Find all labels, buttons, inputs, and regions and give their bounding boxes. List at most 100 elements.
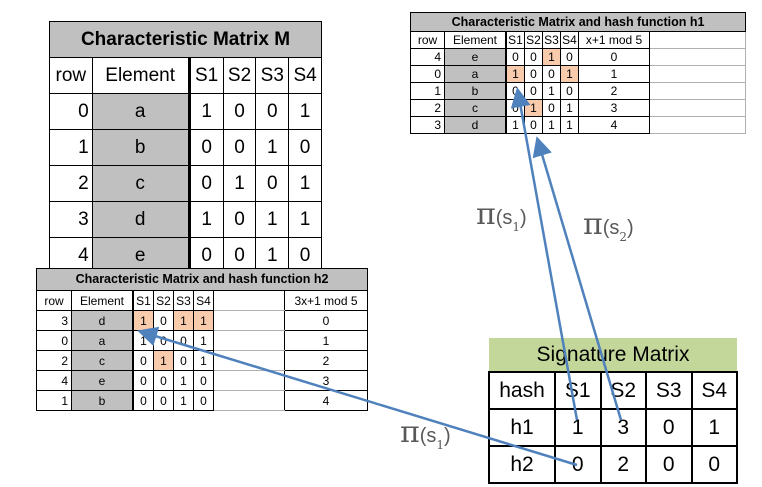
paren-close: ) — [444, 425, 451, 447]
set-symbol: s — [502, 207, 513, 229]
matrix-m-cell: 0 — [187, 237, 224, 274]
matrix-h2-header: Element — [71, 290, 134, 311]
matrix-h1-cell-highlight: 1 — [542, 48, 561, 66]
matrix-h1-hash: 1 — [578, 65, 650, 83]
matrix-h1-cell: 0 — [524, 82, 543, 100]
matrix-m-header: S4 — [288, 57, 322, 94]
table-row: 0 a 1 0 0 1 — [49, 93, 322, 130]
matrix-h1-cell: 0 — [542, 65, 561, 83]
signature-header: S3 — [645, 371, 693, 410]
matrix-h2-cell: b — [71, 390, 134, 411]
table-row: h2 0 2 0 0 — [488, 445, 738, 484]
matrix-m-cell: 0 — [49, 93, 93, 130]
matrix-h1-header: S3 — [542, 31, 561, 49]
signature-cell: 0 — [645, 445, 693, 484]
matrix-m-cell: 0 — [187, 165, 224, 202]
pi-symbol: π — [400, 415, 420, 450]
matrix-h1-blank — [649, 31, 746, 49]
matrix-h1-cell: 1 — [505, 116, 525, 134]
matrix-h2-cell: 0 — [153, 390, 174, 411]
matrix-h2-cell: 4 — [36, 370, 72, 391]
pi-s2-label: π(s2) — [583, 210, 634, 244]
matrix-m-cell: e — [91, 237, 190, 274]
signature-cell: 3 — [599, 408, 647, 447]
subscript: 2 — [619, 230, 628, 244]
matrix-h2-cell: 1 — [193, 330, 214, 351]
signature-cell: 0 — [690, 445, 738, 484]
matrix-m-cell: 0 — [187, 129, 224, 166]
matrix-h1-cell: 0 — [505, 82, 525, 100]
matrix-h1-header: x+1 mod 5 — [578, 31, 650, 49]
matrix-h2-cell: 1 — [193, 350, 214, 371]
signature-cell: 0 — [554, 445, 602, 484]
matrix-h2-cell: 1 — [132, 330, 154, 351]
table-row: 3 d 1 0 1 1 4 — [410, 116, 746, 134]
matrix-h2-header: row — [36, 290, 72, 311]
signature-matrix: Signature Matrix hash S1 S2 S3 S4 h1 1 3… — [488, 338, 738, 484]
paren-open: ( — [602, 217, 610, 239]
matrix-m-cell: 0 — [288, 129, 322, 166]
matrix-m-cell: 1 — [49, 129, 93, 166]
paren-open: ( — [419, 425, 427, 447]
table-row: 4 e 0 0 1 0 3 — [36, 370, 368, 391]
matrix-h2-header: 3x+1 mod 5 — [284, 290, 368, 311]
matrix-m-cell: 1 — [255, 237, 290, 274]
matrix-h2-cell: 0 — [193, 370, 214, 391]
matrix-m-cell: 1 — [255, 201, 290, 238]
paren-close: ) — [520, 207, 527, 229]
matrix-h1-cell: d — [444, 116, 507, 134]
matrix-m-cell: 0 — [222, 201, 257, 238]
pi-s1-label-top: π(s1) — [476, 197, 527, 234]
matrix-h2-cell: a — [71, 330, 134, 351]
matrix-h2-cell: 1 — [36, 390, 72, 411]
matrix-h2-hash: 0 — [284, 310, 368, 331]
matrix-h1-cell: 0 — [505, 48, 525, 66]
table-row: 0 a 1 0 0 1 1 — [36, 330, 368, 351]
signature-header: S4 — [690, 371, 738, 410]
matrix-h2-cell: c — [71, 350, 134, 371]
matrix-h1-cell: 2 — [410, 99, 445, 117]
matrix-h2-cell: 3 — [36, 310, 72, 331]
matrix-m-cell: 1 — [187, 93, 224, 130]
matrix-h2-cell: 0 — [132, 350, 154, 371]
matrix-h2-cell-highlight: 1 — [132, 310, 154, 331]
matrix-m-cell: 1 — [288, 165, 322, 202]
matrix-h2-header: S3 — [173, 290, 194, 311]
matrix-h2-cell: 2 — [36, 350, 72, 371]
matrix-h2-cell: 0 — [173, 350, 194, 371]
subscript: 1 — [436, 438, 445, 452]
matrix-m-cell: 0 — [255, 93, 290, 130]
matrix-h1-cell-highlight: 1 — [505, 65, 525, 83]
matrix-m-header: row — [49, 57, 93, 94]
table-row: 1 b 0 0 1 0 — [49, 129, 322, 166]
matrix-m-cell: 1 — [222, 165, 257, 202]
signature-cell: 0 — [645, 408, 693, 447]
pi-s1-label-bottom: π(s1) — [400, 415, 451, 452]
matrix-h1-cell: 0 — [560, 48, 579, 66]
paren-close: ) — [627, 217, 634, 239]
matrix-h1-cell: 0 — [524, 116, 543, 134]
matrix-m-cell: 3 — [49, 201, 93, 238]
table-row: 2 c 0 1 0 1 — [49, 165, 322, 202]
table-row: h1 1 3 0 1 — [488, 408, 738, 447]
matrix-h2-hash: 1 — [284, 330, 368, 351]
matrix-h1-blank — [649, 82, 746, 100]
matrix-h2-cell-highlight: 1 — [153, 350, 174, 371]
matrix-h1-header: S4 — [560, 31, 579, 49]
subscript: 1 — [512, 220, 521, 234]
matrix-h2-hash: 2 — [284, 350, 368, 371]
signature-cell: 2 — [599, 445, 647, 484]
matrix-h1-cell: 0 — [524, 65, 543, 83]
matrix-h1-cell: 1 — [542, 116, 561, 134]
signature-cell: h2 — [488, 445, 556, 484]
matrix-m-title: Characteristic Matrix M — [49, 21, 322, 58]
matrix-h2-title: Characteristic Matrix and hash function … — [36, 268, 368, 291]
matrix-h1-cell: 1 — [542, 82, 561, 100]
matrix-h1-blank — [649, 116, 746, 134]
pi-symbol: π — [476, 197, 496, 232]
table-row: 2 c 0 1 0 1 3 — [410, 99, 746, 117]
matrix-h1-title: Characteristic Matrix and hash function … — [410, 12, 746, 32]
table-row: 3 d 1 0 1 1 0 — [36, 310, 368, 331]
table-row: 4 e 0 0 1 0 0 — [410, 48, 746, 66]
matrix-h1-cell: c — [444, 99, 507, 117]
